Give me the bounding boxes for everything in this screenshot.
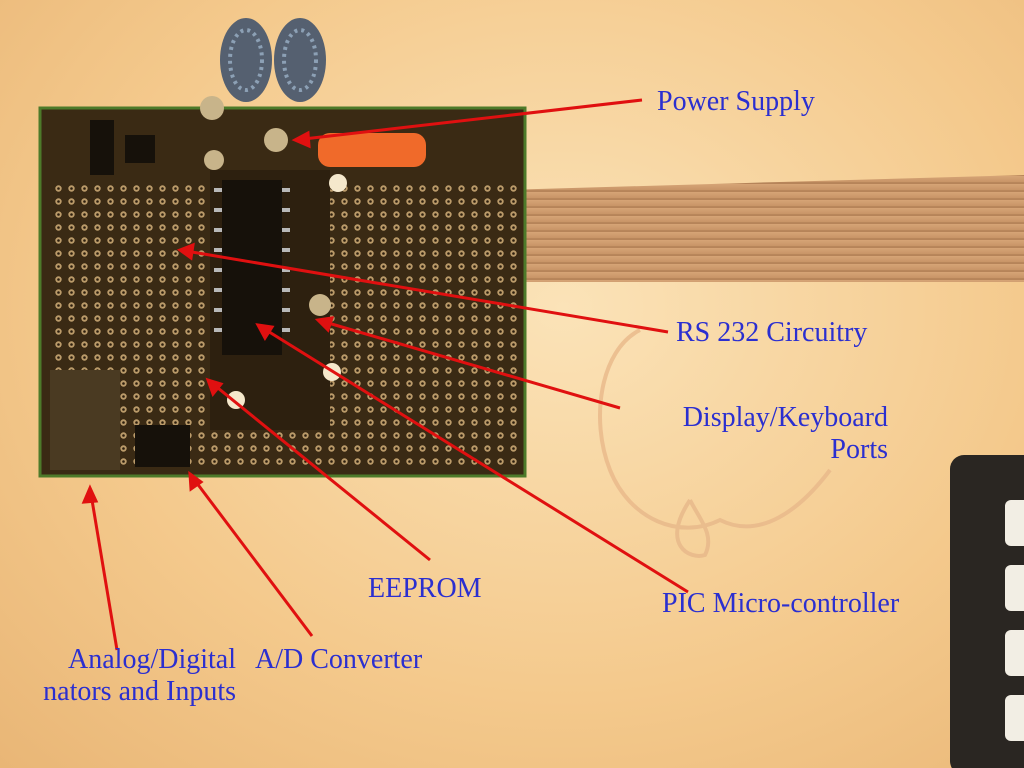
label-display-line1: Display/Keyboard [682,402,888,433]
inductor-coils [220,18,326,102]
keypad [950,455,1024,768]
label-analog-digital-inputs: Analog/Digital nators and Inputs [0,644,236,708]
label-display-line2: Ports [830,434,888,466]
arrow-power-supply [294,98,643,142]
annotation-arrows [81,98,689,651]
label-display-keyboard-ports: Display/Keyboard Ports [638,402,888,466]
label-rs232-circuitry: RS 232 Circuitry [676,317,868,348]
label-pic-microcontroller: PIC Micro-controller [662,588,900,619]
pic-chip [222,180,282,355]
arrow-display-ports [317,318,621,410]
arrow-analog [88,487,119,651]
label-ad-converter: A/D Converter [255,644,423,675]
label-analog-line1: Analog/Digital [68,644,236,675]
label-analog-line2: nators and Inputs [43,676,236,708]
apple-logo-impression [598,328,832,558]
label-eeprom: EEPROM [368,573,482,604]
arrow-eeprom [207,378,431,562]
arrow-pic [257,323,689,594]
label-power-supply: Power Supply [657,86,815,117]
orange-capacitor [318,133,426,167]
arrow-rs232 [179,248,669,334]
arrow-adc [188,473,314,637]
